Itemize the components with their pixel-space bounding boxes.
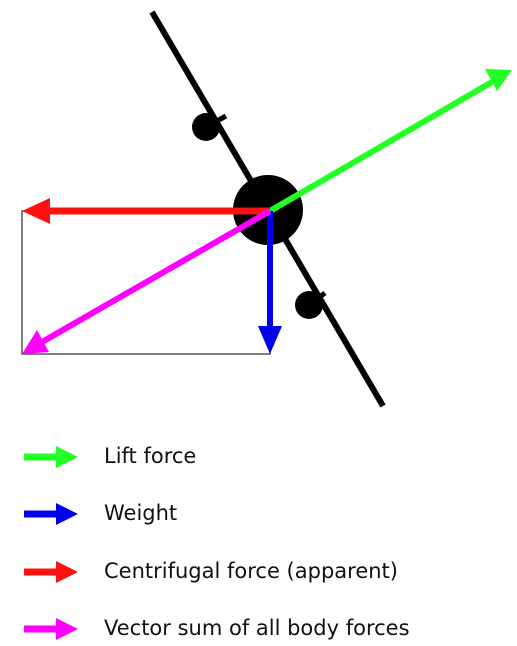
red-arrow-icon [24, 561, 78, 583]
legend-item-centrifugal: Centrifugal force (apparent) [22, 555, 512, 589]
vector-sum-arrow [22, 208, 272, 354]
centrifugal-force-arrow [22, 198, 270, 224]
legend-label-weight: Weight [104, 501, 178, 525]
lower-engine-strut [307, 291, 327, 307]
legend-item-lift: Lift force [22, 440, 512, 474]
legend-label-centrifugal: Centrifugal force (apparent) [104, 559, 398, 583]
upper-engine-strut [204, 113, 228, 130]
magenta-arrow-icon [24, 618, 78, 640]
lift-force-arrow [268, 69, 512, 214]
blue-arrow-icon [24, 503, 78, 525]
legend-label-lift: Lift force [104, 444, 197, 468]
force-diagram [21, 10, 512, 408]
legend-item-weight: Weight [22, 497, 512, 531]
weight-arrow [258, 211, 282, 354]
green-arrow-icon [24, 446, 78, 468]
legend-label-vector-sum: Vector sum of all body forces [104, 616, 410, 640]
legend-item-vector-sum: Vector sum of all body forces [22, 612, 512, 646]
